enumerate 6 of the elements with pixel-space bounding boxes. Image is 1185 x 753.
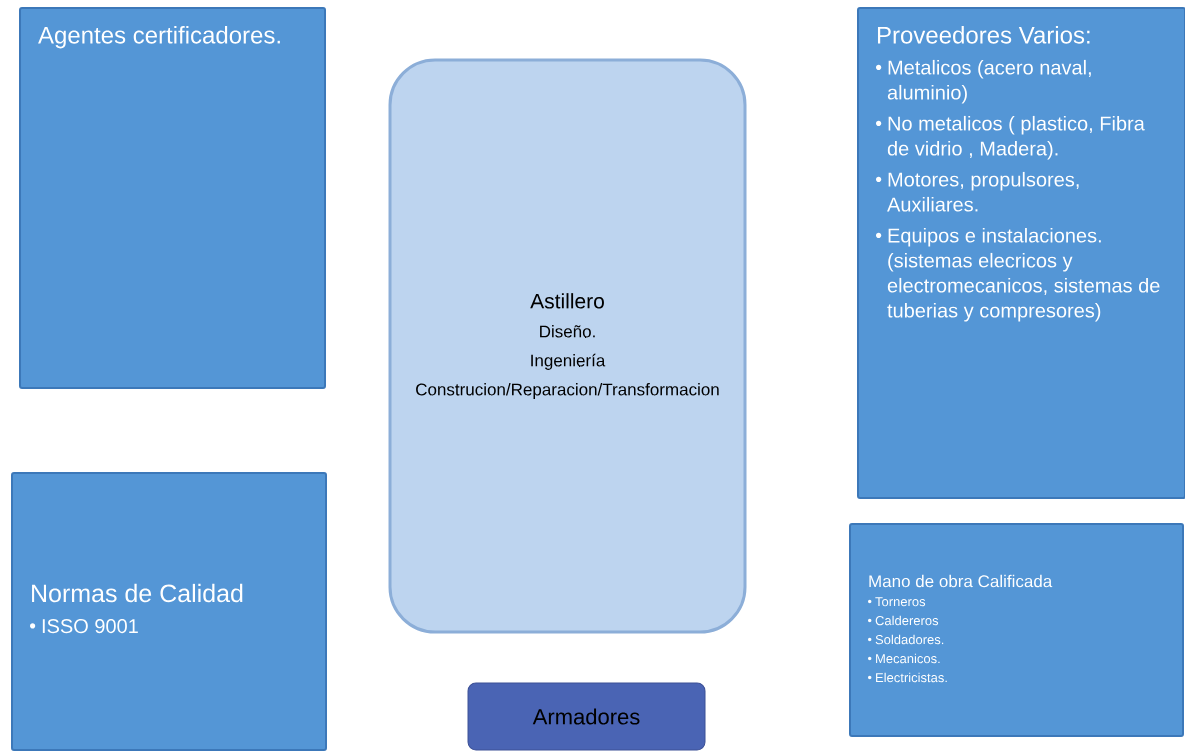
info-panel: Mano de obra Calificada Torneros Caldereros Soldadores. Mecanicos. Electricistas.: [849, 523, 1184, 737]
label-box: Armadores: [467, 682, 706, 751]
info-panel: Proveedores Varios: Metalicos (acero naval, aluminio) No metalicos ( plastico, Fibra de vidrio , Madera). Motores, propulsores, Auxiliares. Equipos e instalaciones. (sistemas elecricos y electromecanicos, sistemas de tuberias y compresores): [857, 7, 1185, 499]
info-panel: Normas de Calidad ISSO 9001: [11, 472, 327, 751]
info-panel: Agentes certificadores.: [19, 7, 326, 389]
shipyard-box: Astillero Diseño. Ingeniería Construcion/Reparacion/Transformacion: [388, 58, 747, 634]
